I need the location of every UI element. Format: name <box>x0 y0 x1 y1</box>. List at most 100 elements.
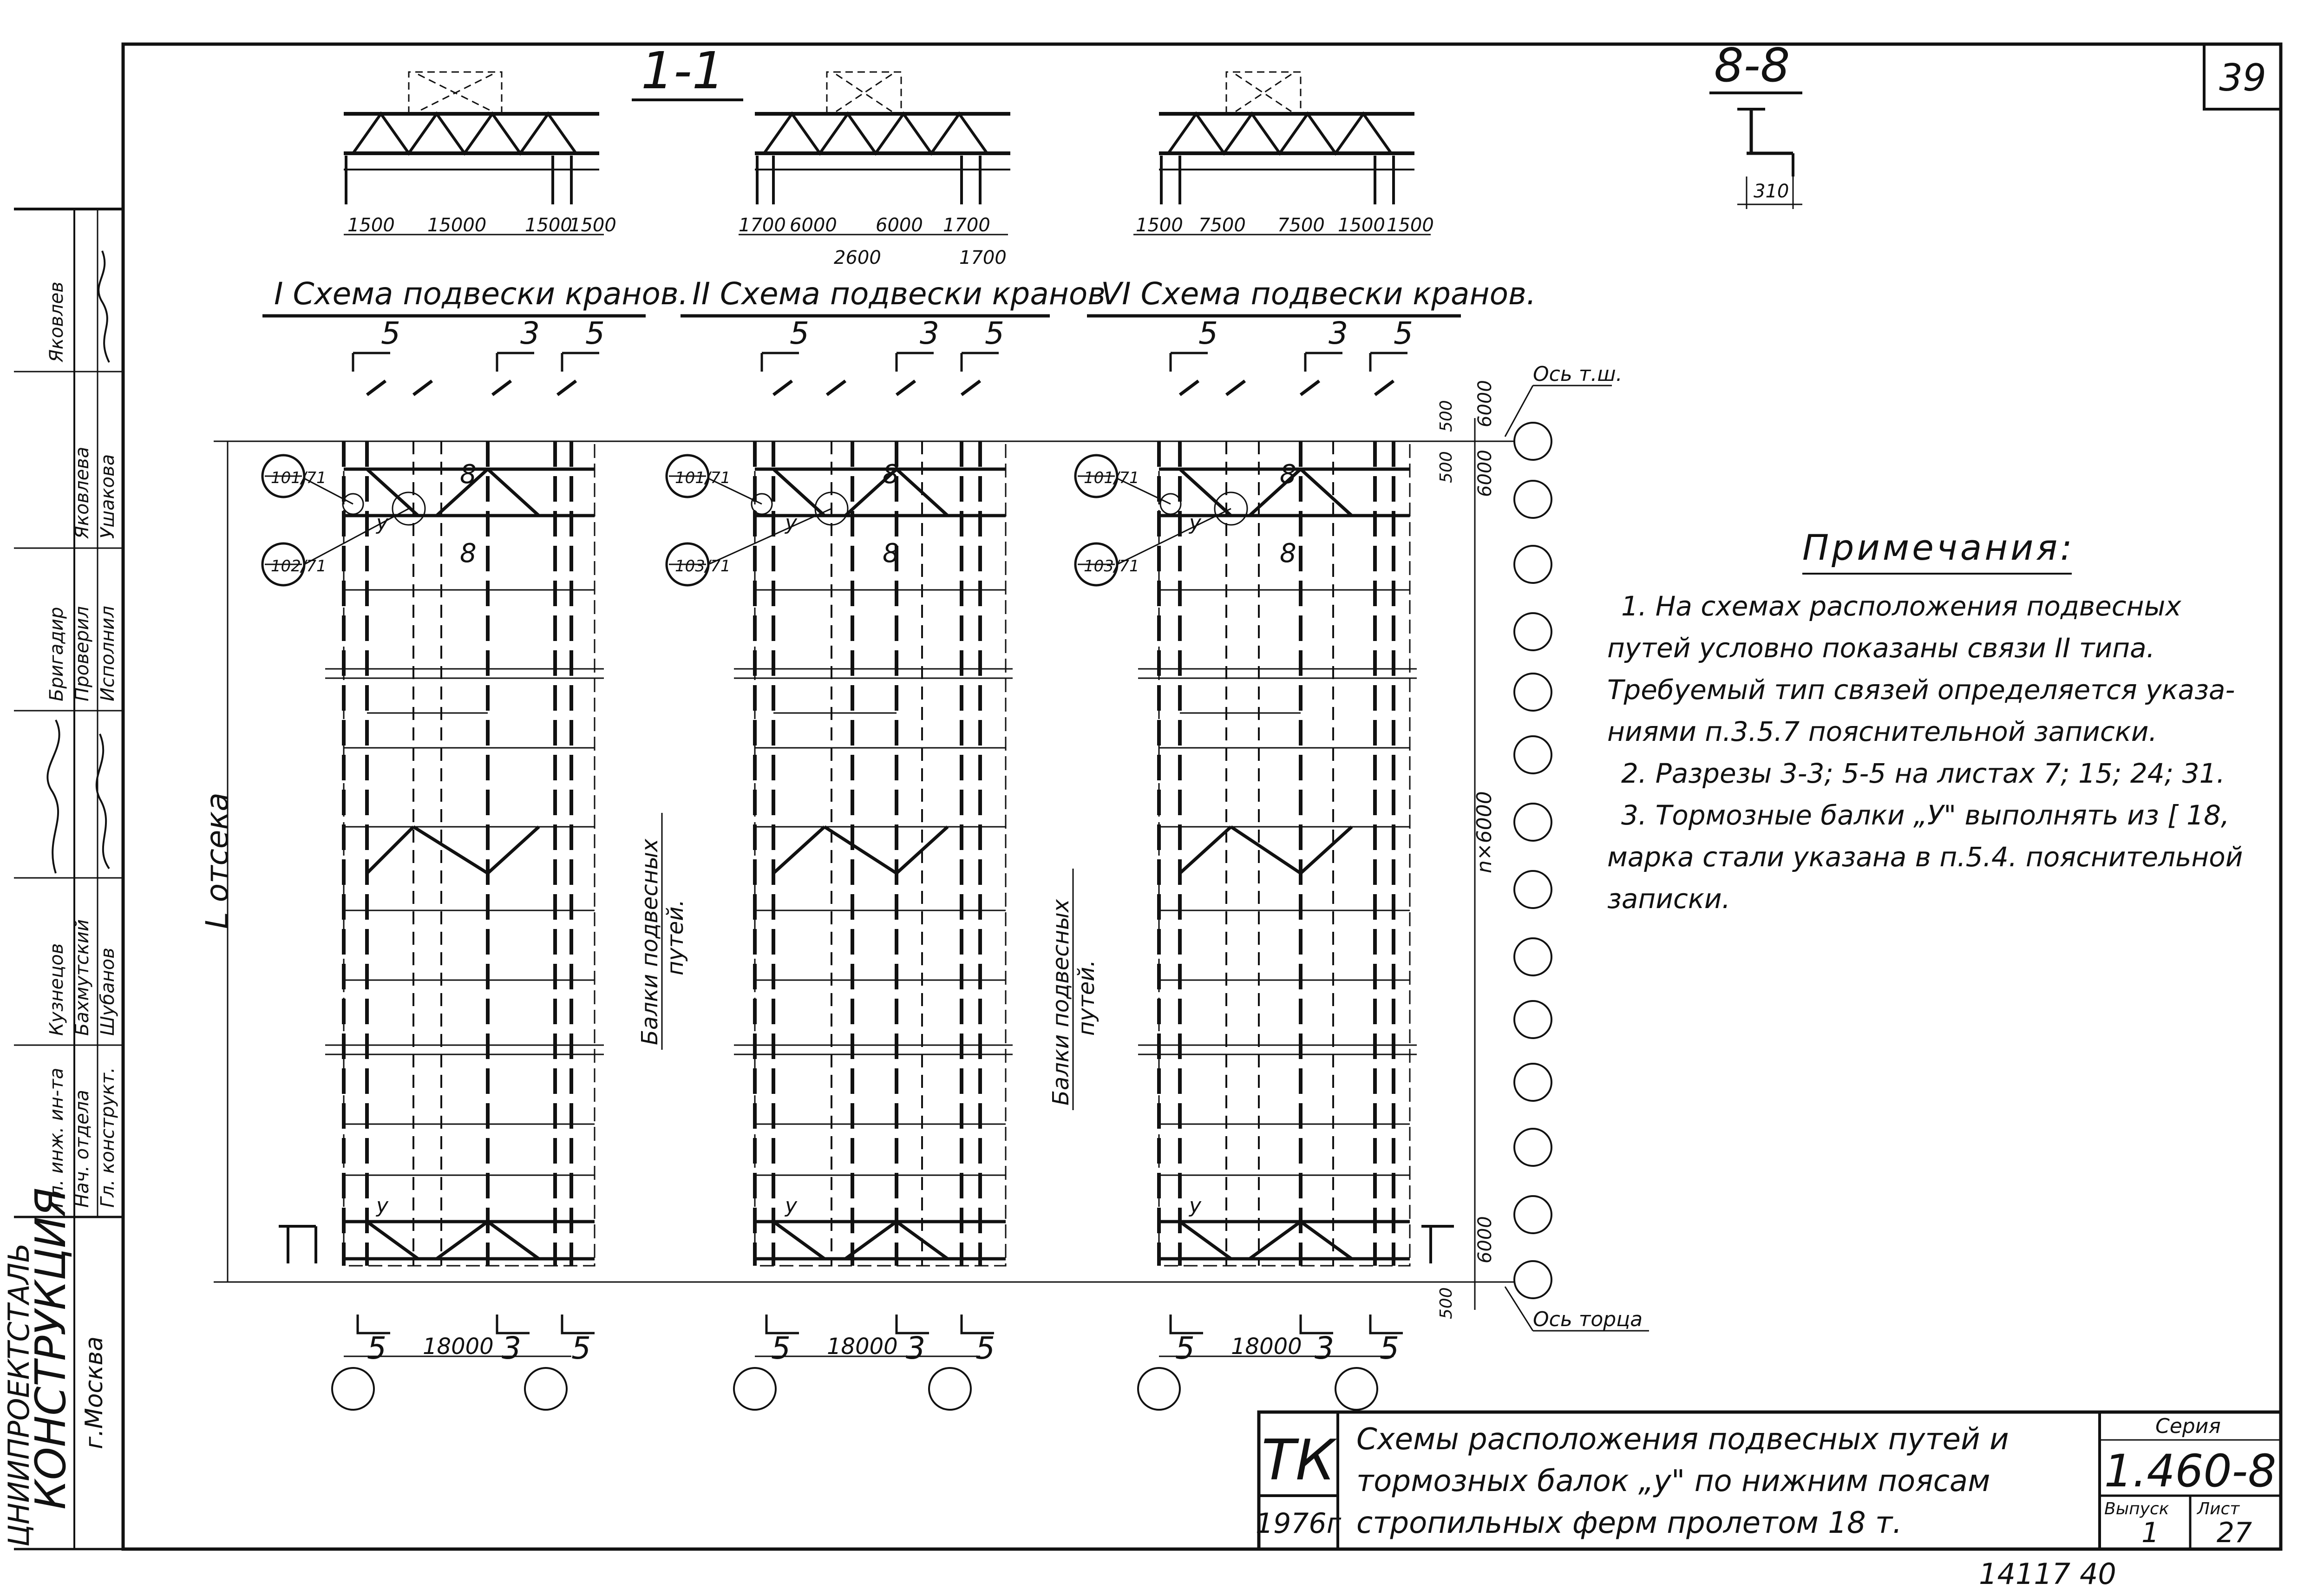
notes-line-2: Требуемый тип связей определяется указа- <box>1607 674 2235 706</box>
scheme-1-cut-5d: 5 <box>571 1330 591 1366</box>
scheme-2-cut-5c: 5 <box>771 1330 791 1366</box>
scheme-1-cut-5b: 5 <box>585 315 605 351</box>
notes-line-0: 1. На схемах расположения подвесных <box>1621 590 2181 622</box>
sheet-label: Лист <box>2196 1499 2240 1518</box>
series-value: 1.460-8 <box>2104 1445 2277 1497</box>
title-line-0: Схемы расположения подвесных путей и <box>1356 1422 2009 1457</box>
notes-line-3: ниями п.3.5.7 пояснительной записки. <box>1607 716 2157 747</box>
beam-label-1-line2: путей. <box>662 899 688 975</box>
scheme-3-dim-4: 1500 <box>1387 215 1434 236</box>
signature-3 <box>98 250 110 363</box>
scheme-1-dim-3: 1500 <box>569 215 616 236</box>
signature-1 <box>46 720 60 874</box>
section-1-1-label: 1-1 <box>641 41 725 100</box>
notes-block: Примечания: 1. На схемах расположения по… <box>1607 527 2243 915</box>
scheme-3-cut-5c: 5 <box>1175 1330 1195 1366</box>
scheme-1-mark-1: 102/71 <box>271 557 327 576</box>
stamp-role-4: Проверил <box>72 606 93 701</box>
stamp-name-2: Шубанов <box>97 948 118 1036</box>
issue-label: Выпуск <box>2104 1499 2169 1518</box>
axis-label-bottom: Оcь торца <box>1533 1308 1643 1331</box>
stamp-role-3: Бригадир <box>46 607 67 701</box>
right-dim-500c: 500 <box>1437 1287 1456 1319</box>
stamp-name-5: Ушакова <box>97 454 118 539</box>
notes-line-5: 3. Тормозные балки „У" выполнять из [ 18… <box>1621 799 2229 831</box>
scheme-1-dim-1: 15000 <box>427 215 486 236</box>
scheme-2-span: 18000 <box>827 1334 898 1360</box>
scheme-2-cut-3b: 3 <box>906 1330 925 1366</box>
scheme-3-dim-2: 7500 <box>1277 215 1325 236</box>
scheme-1: 1500 15000 1500 1500 I Схема подвески кр… <box>261 71 688 1411</box>
scheme-1-cut-3: 3 <box>520 315 540 351</box>
notes-line-1: путей условно показаны связи II типа. <box>1607 632 2155 664</box>
notes-heading: Примечания: <box>1802 527 2075 568</box>
right-dim-500b: 500 <box>1437 451 1456 483</box>
scheme-2-cut-8b: 8 <box>883 538 899 569</box>
scheme-2-dim-3: 1700 <box>943 215 990 236</box>
notes-line-4: 2. Разрезы 3-3; 5-5 на листах 7; 15; 24;… <box>1621 758 2225 789</box>
issue-value: 1 <box>2141 1517 2159 1549</box>
scheme-2-title: II Схема подвески кранов. <box>692 276 1115 312</box>
notes-line-6: марка стали указана в п.5.4. пояснительн… <box>1607 841 2243 873</box>
scheme-1-cut-5a: 5 <box>381 315 400 351</box>
scheme-3-cut-3: 3 <box>1329 315 1348 351</box>
scheme-3-y-top: у <box>1188 511 1202 535</box>
scheme-1-title: I Схема подвески кранов. <box>274 276 688 312</box>
stamp-name-4: Яковлева <box>72 447 93 539</box>
beam-label-2-line2: путей. <box>1073 960 1100 1036</box>
scheme-2-y-bottom: у <box>784 1194 798 1217</box>
scheme-3-y-bottom: у <box>1188 1194 1202 1217</box>
scheme-2: 1700 6000 6000 1700 2600 1700 II Схема п… <box>665 71 1115 1411</box>
notes-line-7: записки. <box>1607 883 1730 915</box>
title-line-2: стропильных ферм пролетом 18 т. <box>1356 1506 1902 1540</box>
scheme-2-dim-1: 6000 <box>790 215 837 236</box>
scheme-2-cut-5d: 5 <box>975 1330 995 1366</box>
scheme-3-dim-0: 1500 <box>1136 215 1183 236</box>
scheme-3-title: VI Схема подвески кранов. <box>1101 276 1536 312</box>
scheme-1-dim-0: 1500 <box>347 215 395 236</box>
scheme-1-cut-3b: 3 <box>502 1330 521 1366</box>
column-axes: 500 6000 500 6000 n×6000 6000 500 Оcь т.… <box>1421 362 1649 1332</box>
section-8-8-label: 8-8 <box>1714 38 1790 92</box>
dim-310: 310 <box>1754 181 1789 202</box>
overall-length-dimension: L отсека <box>199 440 1514 1283</box>
beam-label-1-line1: Балки подвесных <box>637 838 663 1045</box>
scheme-3: 1500 7500 7500 1500 1500 VI Схема подвес… <box>1074 71 1536 1411</box>
left-length-label: L отсека <box>199 792 235 929</box>
org-line2: КОНСТРУКЦИЯ <box>26 1188 75 1510</box>
scheme-2-cut-3: 3 <box>920 315 939 351</box>
scheme-2-dim-0: 1700 <box>739 215 786 236</box>
right-dim-nx6000: n×6000 <box>1473 791 1496 873</box>
scheme-1-y-bottom: у <box>375 1194 389 1217</box>
scheme-3-dim-1: 7500 <box>1198 215 1246 236</box>
scheme-3-mark-1: 103/71 <box>1084 557 1139 576</box>
stamp-name-1: Бахмутский <box>72 919 93 1036</box>
left-stamp: Гл. инж. ин-та Кузнецов Нач. отдела Бахм… <box>2 208 123 1550</box>
stamp-role-5: Исполнил <box>97 606 118 701</box>
stamp-name-6: Яковлев <box>46 281 67 363</box>
scheme-3-cut-3b: 3 <box>1315 1330 1334 1366</box>
scheme-1-mark-0: 101/71 <box>271 469 327 487</box>
scheme-1-cut-8: 8 <box>460 459 477 490</box>
org-city: г.Москва <box>80 1336 108 1449</box>
scheme-3-dim-3: 1500 <box>1338 215 1385 236</box>
right-dim-500a: 500 <box>1437 400 1456 432</box>
stamp-role-0: Гл. инж. ин-та <box>46 1068 67 1208</box>
scheme-1-cut-8b: 8 <box>460 538 477 569</box>
scheme-3-cut-8b: 8 <box>1280 538 1296 569</box>
handwritten-number: 14117 40 <box>1979 1557 2116 1591</box>
scheme-1-span: 18000 <box>423 1334 494 1360</box>
sheet-value: 27 <box>2217 1517 2252 1549</box>
tk-label: ТК <box>1262 1428 1337 1493</box>
scheme-2-cut-5a: 5 <box>790 315 809 351</box>
scheme-3-cut-5d: 5 <box>1380 1330 1399 1366</box>
scheme-3-cut-5b: 5 <box>1394 315 1413 351</box>
sheet-frame <box>121 42 2283 1551</box>
scheme-2-y-top: у <box>784 511 798 535</box>
series-label: Серия <box>2155 1414 2221 1438</box>
scheme-2-cut-8: 8 <box>883 459 899 490</box>
section-8-8-detail: 310 <box>1737 108 1802 209</box>
org-line1: ЦНИИПРОЕКТСТАЛЬ <box>2 1243 36 1547</box>
scheme-2-mark-1: 103/71 <box>675 557 731 576</box>
